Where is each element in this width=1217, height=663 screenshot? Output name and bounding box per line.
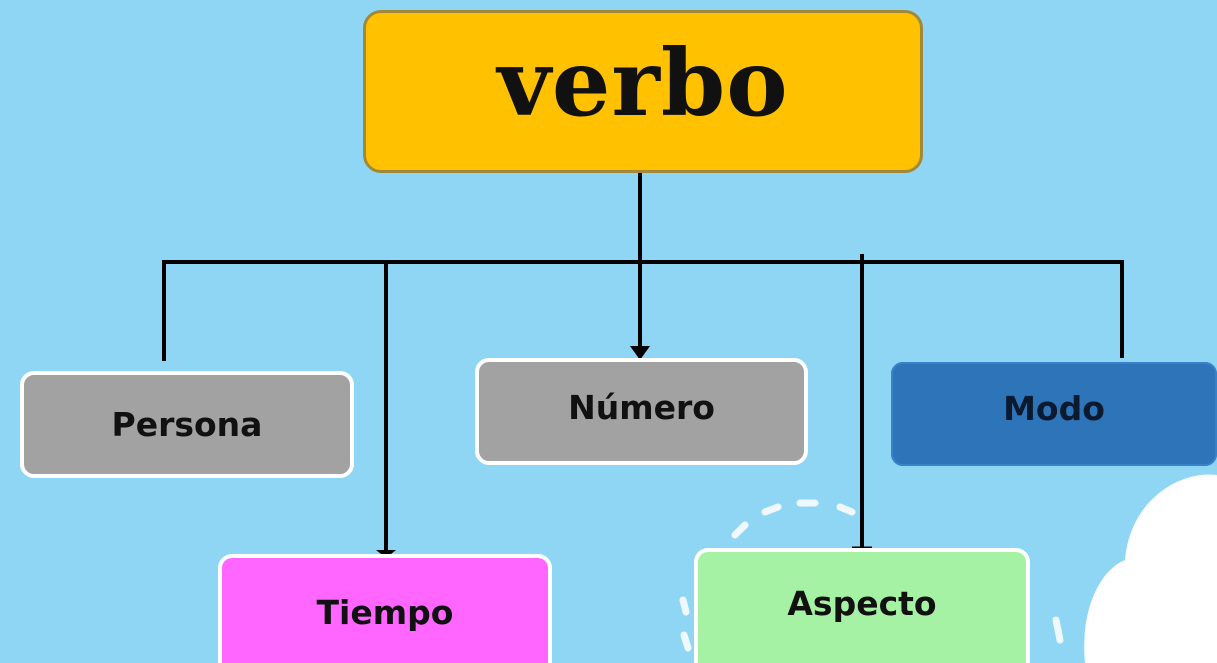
cloud-shape	[1084, 474, 1217, 663]
root-label: verbo	[497, 28, 789, 137]
node-numero: Número	[475, 358, 808, 465]
dash-decoration	[679, 499, 1064, 652]
root-node-verbo: verbo	[363, 10, 923, 173]
numero-label: Número	[568, 388, 715, 427]
node-modo: Modo	[891, 362, 1217, 466]
tiempo-label: Tiempo	[316, 593, 454, 632]
modo-label: Modo	[1003, 388, 1105, 428]
node-persona: Persona	[20, 371, 354, 478]
node-tiempo: Tiempo	[218, 554, 552, 663]
persona-label: Persona	[111, 405, 263, 444]
arrowhead-numero	[630, 346, 650, 360]
aspecto-label: Aspecto	[787, 584, 937, 623]
node-aspecto: Aspecto	[694, 548, 1030, 663]
